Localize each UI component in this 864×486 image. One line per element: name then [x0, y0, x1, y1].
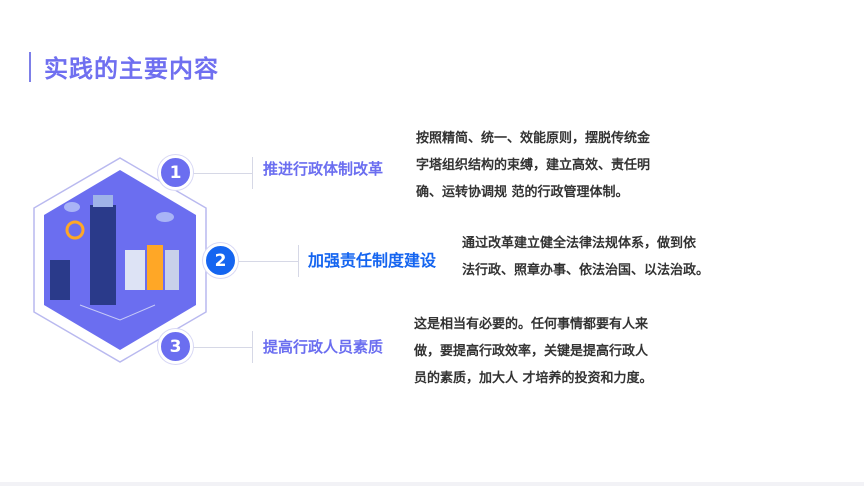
step-label-2: 加强责任制度建设 [308, 251, 437, 270]
connector-line [236, 261, 298, 262]
step-badge-1: 1 [158, 155, 193, 190]
text-line: 做，要提高行政效率，关键是提高行政人 [414, 344, 649, 359]
page-title: 实践的主要内容 [44, 55, 219, 83]
step-badge-2: 2 [203, 243, 238, 278]
step-label-1: 推进行政体制改革 [263, 160, 384, 178]
text-line: 法行政、照章办事、依法治国、以法治政。 [462, 263, 710, 278]
text-line: 按照精简、统一、效能原则，摆脱传统金 [416, 131, 651, 146]
connector-divider [252, 157, 253, 189]
step-badge-3: 3 [158, 329, 193, 364]
step-description-3: 这是相当有必要的。任何事情都要有人来 做，要提高行政效率，关键是提高行政人 员的… [414, 311, 714, 392]
connector-line [190, 173, 252, 174]
text-line: 这是相当有必要的。任何事情都要有人来 [414, 317, 649, 332]
text-line: 通过改革建立健全法律法规体系，做到依 [462, 236, 697, 251]
text-line: 确、运转协调规 范的行政管理体制。 [416, 185, 629, 200]
step-label-3: 提高行政人员素质 [263, 338, 384, 356]
connector-divider [298, 245, 299, 277]
hexagon-illustration [33, 157, 207, 363]
text-line: 字塔组织结构的束缚，建立高效、责任明 [416, 158, 651, 173]
text-line: 员的素质，加大人 才培养的投资和力度。 [414, 371, 653, 386]
title-accent-bar [29, 52, 31, 82]
connector-divider [252, 331, 253, 363]
footer-strip [0, 482, 864, 486]
connector-line [190, 347, 252, 348]
step-description-1: 按照精简、统一、效能原则，摆脱传统金 字塔组织结构的束缚，建立高效、责任明 确、… [416, 125, 716, 206]
step-description-2: 通过改革建立健全法律法规体系，做到依 法行政、照章办事、依法治国、以法治政。 [462, 230, 782, 284]
